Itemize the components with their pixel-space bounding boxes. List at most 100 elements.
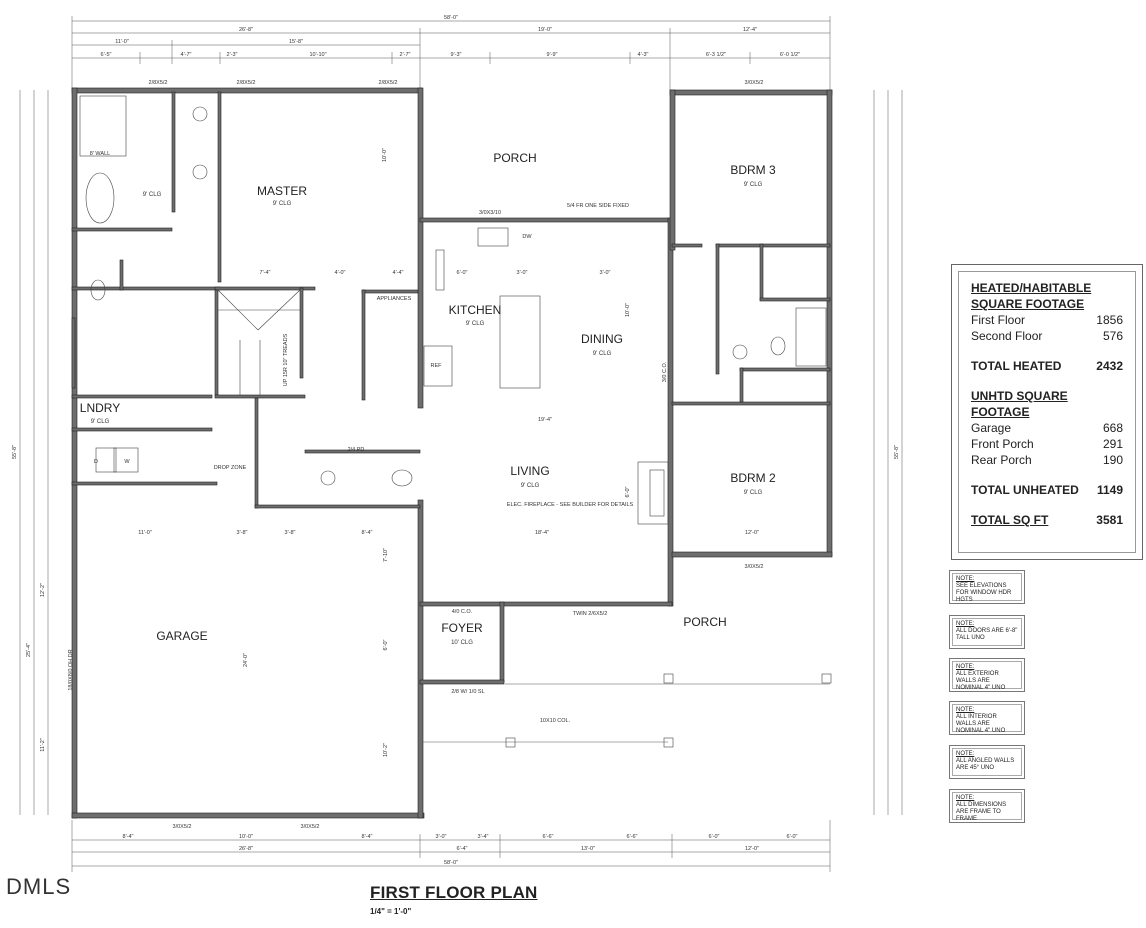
label-foyer-door: 2/8 W/ 1/0 SL (451, 689, 484, 695)
label-dw: DW (522, 234, 532, 240)
note-box: NOTE: ALL DIMENSIONS ARE FRAME TO FRAME (949, 789, 1025, 823)
unheated-label: Garage (971, 421, 1012, 435)
dim-top-r4-4: 2'-7" (400, 52, 411, 58)
window-2: 2/8X5/2 (379, 80, 398, 86)
note-text: ALL EXTERIOR WALLS ARE NOMINAL 4" UNO (956, 671, 1006, 691)
room-garage: GARAGE (156, 629, 207, 643)
dim-left-garage-3: 11'-2" (40, 738, 46, 752)
dim-int-17: 10'-0" (625, 303, 631, 317)
dim-top-r4-8: 6'-3 1/2" (706, 52, 726, 58)
room-rear-porch: PORCH (493, 151, 536, 165)
dim-int-16: 4'-4" (393, 270, 404, 276)
dim-bot-overall: 58'-0" (444, 860, 458, 866)
note-title: NOTE: (956, 707, 975, 713)
label-bath-clg: 9' CLG (143, 192, 162, 198)
heated-label: Second Floor (971, 329, 1043, 343)
dim-int-5: 19'-4" (538, 417, 552, 423)
dim-bot-r1-8: 6'-0" (787, 834, 798, 840)
dim-int-8: 10'-2" (383, 743, 389, 757)
fixtures (79, 95, 832, 748)
dim-int-6: 12'-0" (745, 530, 759, 536)
exterior-walls (71, 87, 833, 819)
heated-label: First Floor (971, 313, 1025, 327)
note-title: NOTE: (956, 795, 975, 801)
note-text: ALL INTERIOR WALLS ARE NOMINAL 4" UNO (956, 714, 1006, 734)
note-box: NOTE: ALL ANGLED WALLS ARE 45° UNO (949, 745, 1025, 779)
room-kitchen: KITCHEN (449, 303, 502, 317)
dim-top-r4-6: 9'-9" (547, 52, 558, 58)
note-box: NOTE: ALL EXTERIOR WALLS ARE NOMINAL 4" … (949, 658, 1025, 692)
dim-int-3: 8'-4" (362, 530, 373, 536)
interior-walls (71, 91, 831, 509)
dim-top-r4-7: 4'-3" (638, 52, 649, 58)
label-fixed-window: 5/4 FR ONE SIDE FIXED (567, 203, 629, 209)
note-box: NOTE: ALL INTERIOR WALLS ARE NOMINAL 4" … (949, 701, 1025, 735)
note-text: ALL DIMENSIONS ARE FRAME TO FRAME (956, 802, 1007, 822)
window-7: 3/0X5/2 (301, 824, 320, 830)
label-stairs: UP 15R 10" TREADS (283, 333, 289, 386)
window-callouts: 2/8X5/2 2/8X5/2 2/8X5/2 3/0X5/2 3/0X3/10… (149, 80, 764, 830)
dim-int-2: 3'-8" (285, 530, 296, 536)
total-heated-row: TOTAL HEATED 2432 (971, 358, 1123, 374)
window-9: 3/0 C.O. (662, 361, 668, 382)
room-living-clg: 9' CLG (521, 483, 540, 489)
note-title: NOTE: (956, 576, 975, 582)
total-heated-value: 2432 (1096, 359, 1123, 373)
dim-top-r4-9: 6'-0 1/2" (780, 52, 800, 58)
dim-top-r4-0: 6'-5" (101, 52, 112, 58)
unheated-row-garage: Garage 668 (971, 420, 1123, 436)
label-dryer: D (94, 459, 98, 465)
window-0: 2/8X5/2 (149, 80, 168, 86)
dim-bot-r1-2: 8'-4" (362, 834, 373, 840)
dim-top-r4-1: 4'-7" (181, 52, 192, 58)
note-text: ALL DOORS ARE 6'-8" TALL UNO (956, 628, 1018, 641)
dim-int-15: 4'-0" (335, 270, 346, 276)
room-labels: MASTER 9' CLG PORCH BDRM 3 9' CLG KITCHE… (80, 151, 776, 646)
window-1: 2/8X5/2 (237, 80, 256, 86)
label-washer: W (124, 459, 130, 465)
dim-int-13: 10'-0" (382, 148, 388, 162)
unheated-heading: UNHTD SQUARE FOOTAGE (971, 389, 1068, 419)
drawing-scale: 1/4" = 1'-0" (370, 907, 412, 916)
total-heated-label: TOTAL HEATED (971, 359, 1062, 373)
dim-bot-r1-0: 8'-4" (123, 834, 134, 840)
summary-inner-frame: HEATED/HABITABLE SQUARE FOOTAGE First Fl… (958, 271, 1136, 553)
interior-dimensions: 11'-0" 3'-8" 3'-8" 8'-4" 18'-4" 19'-4" 1… (138, 148, 759, 757)
room-kitchen-clg: 9' CLG (466, 321, 485, 327)
room-front-porch: PORCH (683, 615, 726, 629)
room-master: MASTER (257, 184, 307, 198)
dim-int-19: 6'-0" (457, 270, 468, 276)
total-unheated-label: TOTAL UNHEATED (971, 483, 1079, 497)
dim-top-r3-1: 15'-8" (289, 39, 303, 45)
side-dimensions: 55'-8" 55'-8" 12'-2" 25'-4" 11'-2" (12, 90, 903, 815)
label-garage-door: 18/0X8/0 OH DR (68, 649, 74, 690)
unheated-label: Rear Porch (971, 453, 1032, 467)
note-box: NOTE: SEE ELEVATIONS FOR WINDOW HDR HGTS (949, 570, 1025, 604)
heated-row-second-floor: Second Floor 576 (971, 328, 1123, 344)
dim-bot-r1-1: 10'-0" (239, 834, 253, 840)
room-bdrm-3: BDRM 3 (730, 163, 776, 177)
window-4: 3/0X3/10 (479, 210, 501, 216)
dim-top-right: 12'-4" (743, 27, 757, 33)
window-5: 3/0X5/2 (745, 564, 764, 570)
dim-bot-r2-3: 12'-0" (745, 846, 759, 852)
room-foyer: FOYER (441, 621, 483, 635)
label-drop-zone: DROP ZONE (214, 465, 247, 471)
total-unheated-value: 1149 (1096, 483, 1123, 497)
drawing-title: FIRST FLOOR PLAN (370, 883, 538, 902)
unheated-row-rear-porch: Rear Porch 190 (971, 452, 1123, 468)
top-dimensions: 58'-0" 26'-8" 19'-0" 12'-4" 11'-0" 15'-8… (71, 15, 831, 90)
dim-top-overall: 58'-0" (444, 15, 458, 21)
window-6: 3/0X5/2 (173, 824, 192, 830)
dim-int-14: 7'-4" (260, 270, 271, 276)
room-bdrm-2-clg: 9' CLG (744, 490, 763, 496)
dim-left-garage-1: 12'-2" (40, 583, 46, 597)
dim-bot-r1-7: 6'-0" (709, 834, 720, 840)
label-8-wall: 8' WALL (90, 151, 110, 157)
room-laundry: LNDRY (80, 401, 120, 415)
dim-top-mid: 19'-0" (538, 27, 552, 33)
heated-row-first-floor: First Floor 1856 (971, 312, 1123, 328)
heated-value: 576 (1102, 329, 1123, 343)
label-appliances: APPLIANCES (377, 296, 412, 302)
total-sqft-row: TOTAL SQ FT 3581 (971, 512, 1123, 528)
